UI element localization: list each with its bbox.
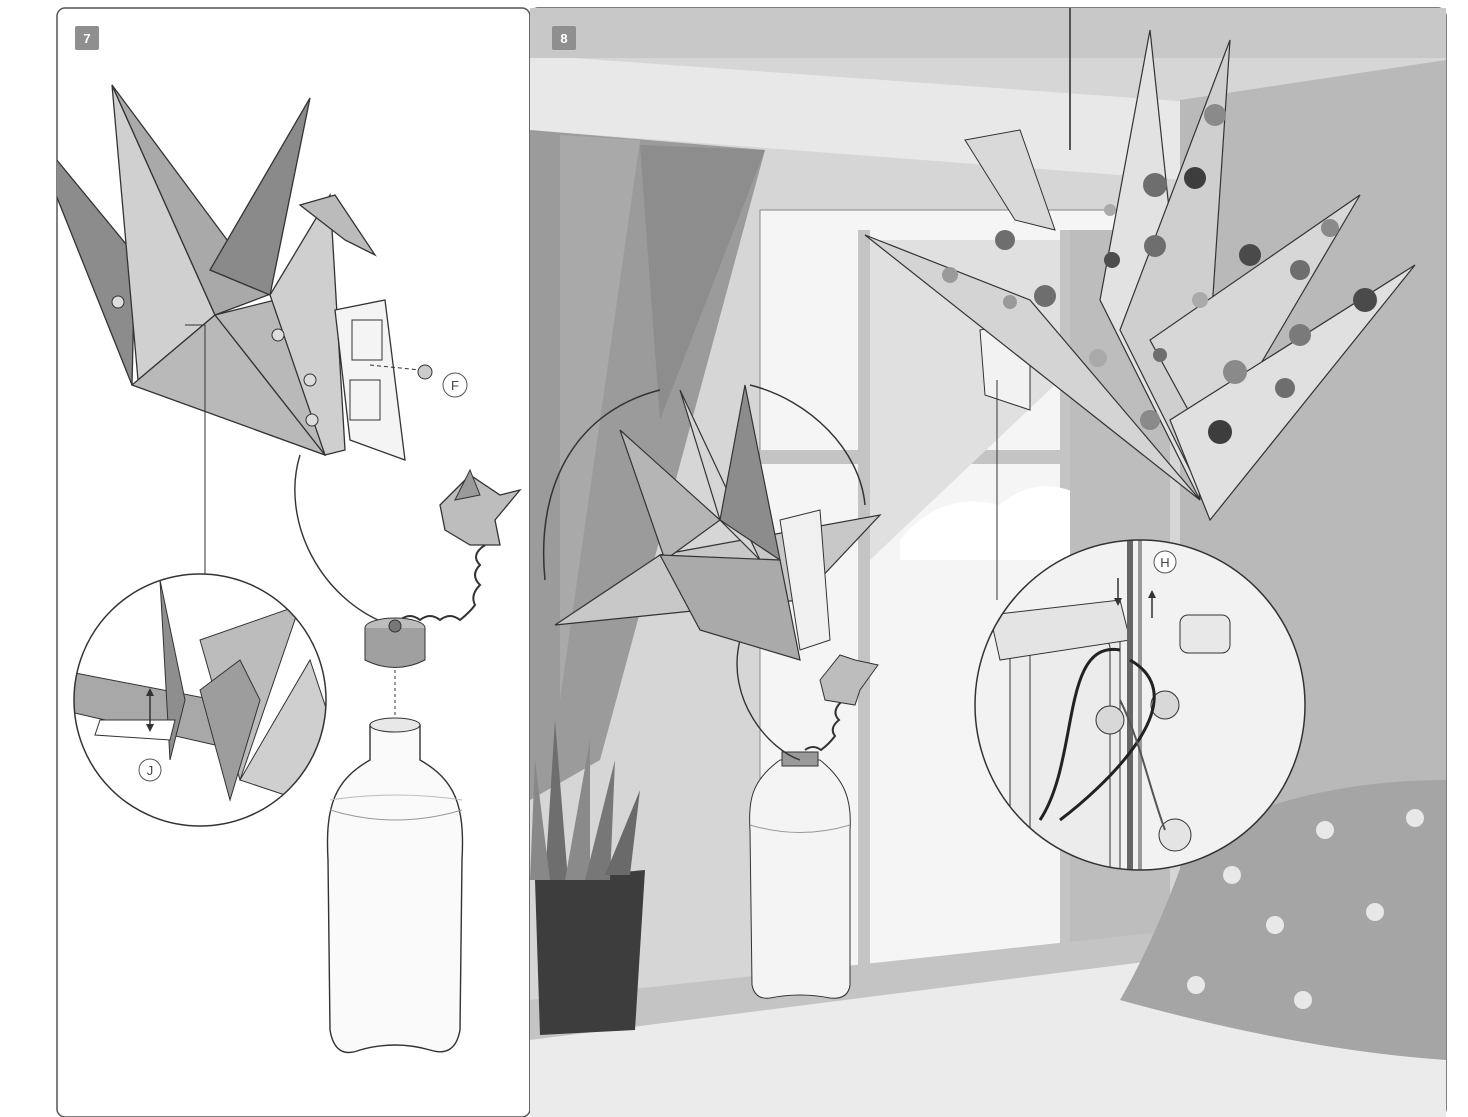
step-number: 8 xyxy=(560,31,567,46)
step-number: 7 xyxy=(83,31,90,46)
bottle-on-sill xyxy=(750,752,851,998)
bolt-icon xyxy=(418,365,432,379)
panel-step-8: H 8 xyxy=(530,8,1446,1117)
screw-icon xyxy=(112,296,124,308)
callout-h-label: H xyxy=(1160,555,1169,570)
screw-icon xyxy=(304,374,316,386)
panel-step-7: F xyxy=(28,8,530,1117)
screw-icon xyxy=(306,414,318,426)
step-badge-7: 7 xyxy=(75,26,99,50)
step-badge-8: 8 xyxy=(552,26,576,50)
screw-icon xyxy=(272,329,284,341)
callout-j-label: J xyxy=(147,763,154,778)
callout-f-label: F xyxy=(451,378,459,393)
detail-circle-j: J xyxy=(70,574,330,826)
callout-f: F xyxy=(443,373,467,397)
bottle-cap xyxy=(365,618,425,668)
